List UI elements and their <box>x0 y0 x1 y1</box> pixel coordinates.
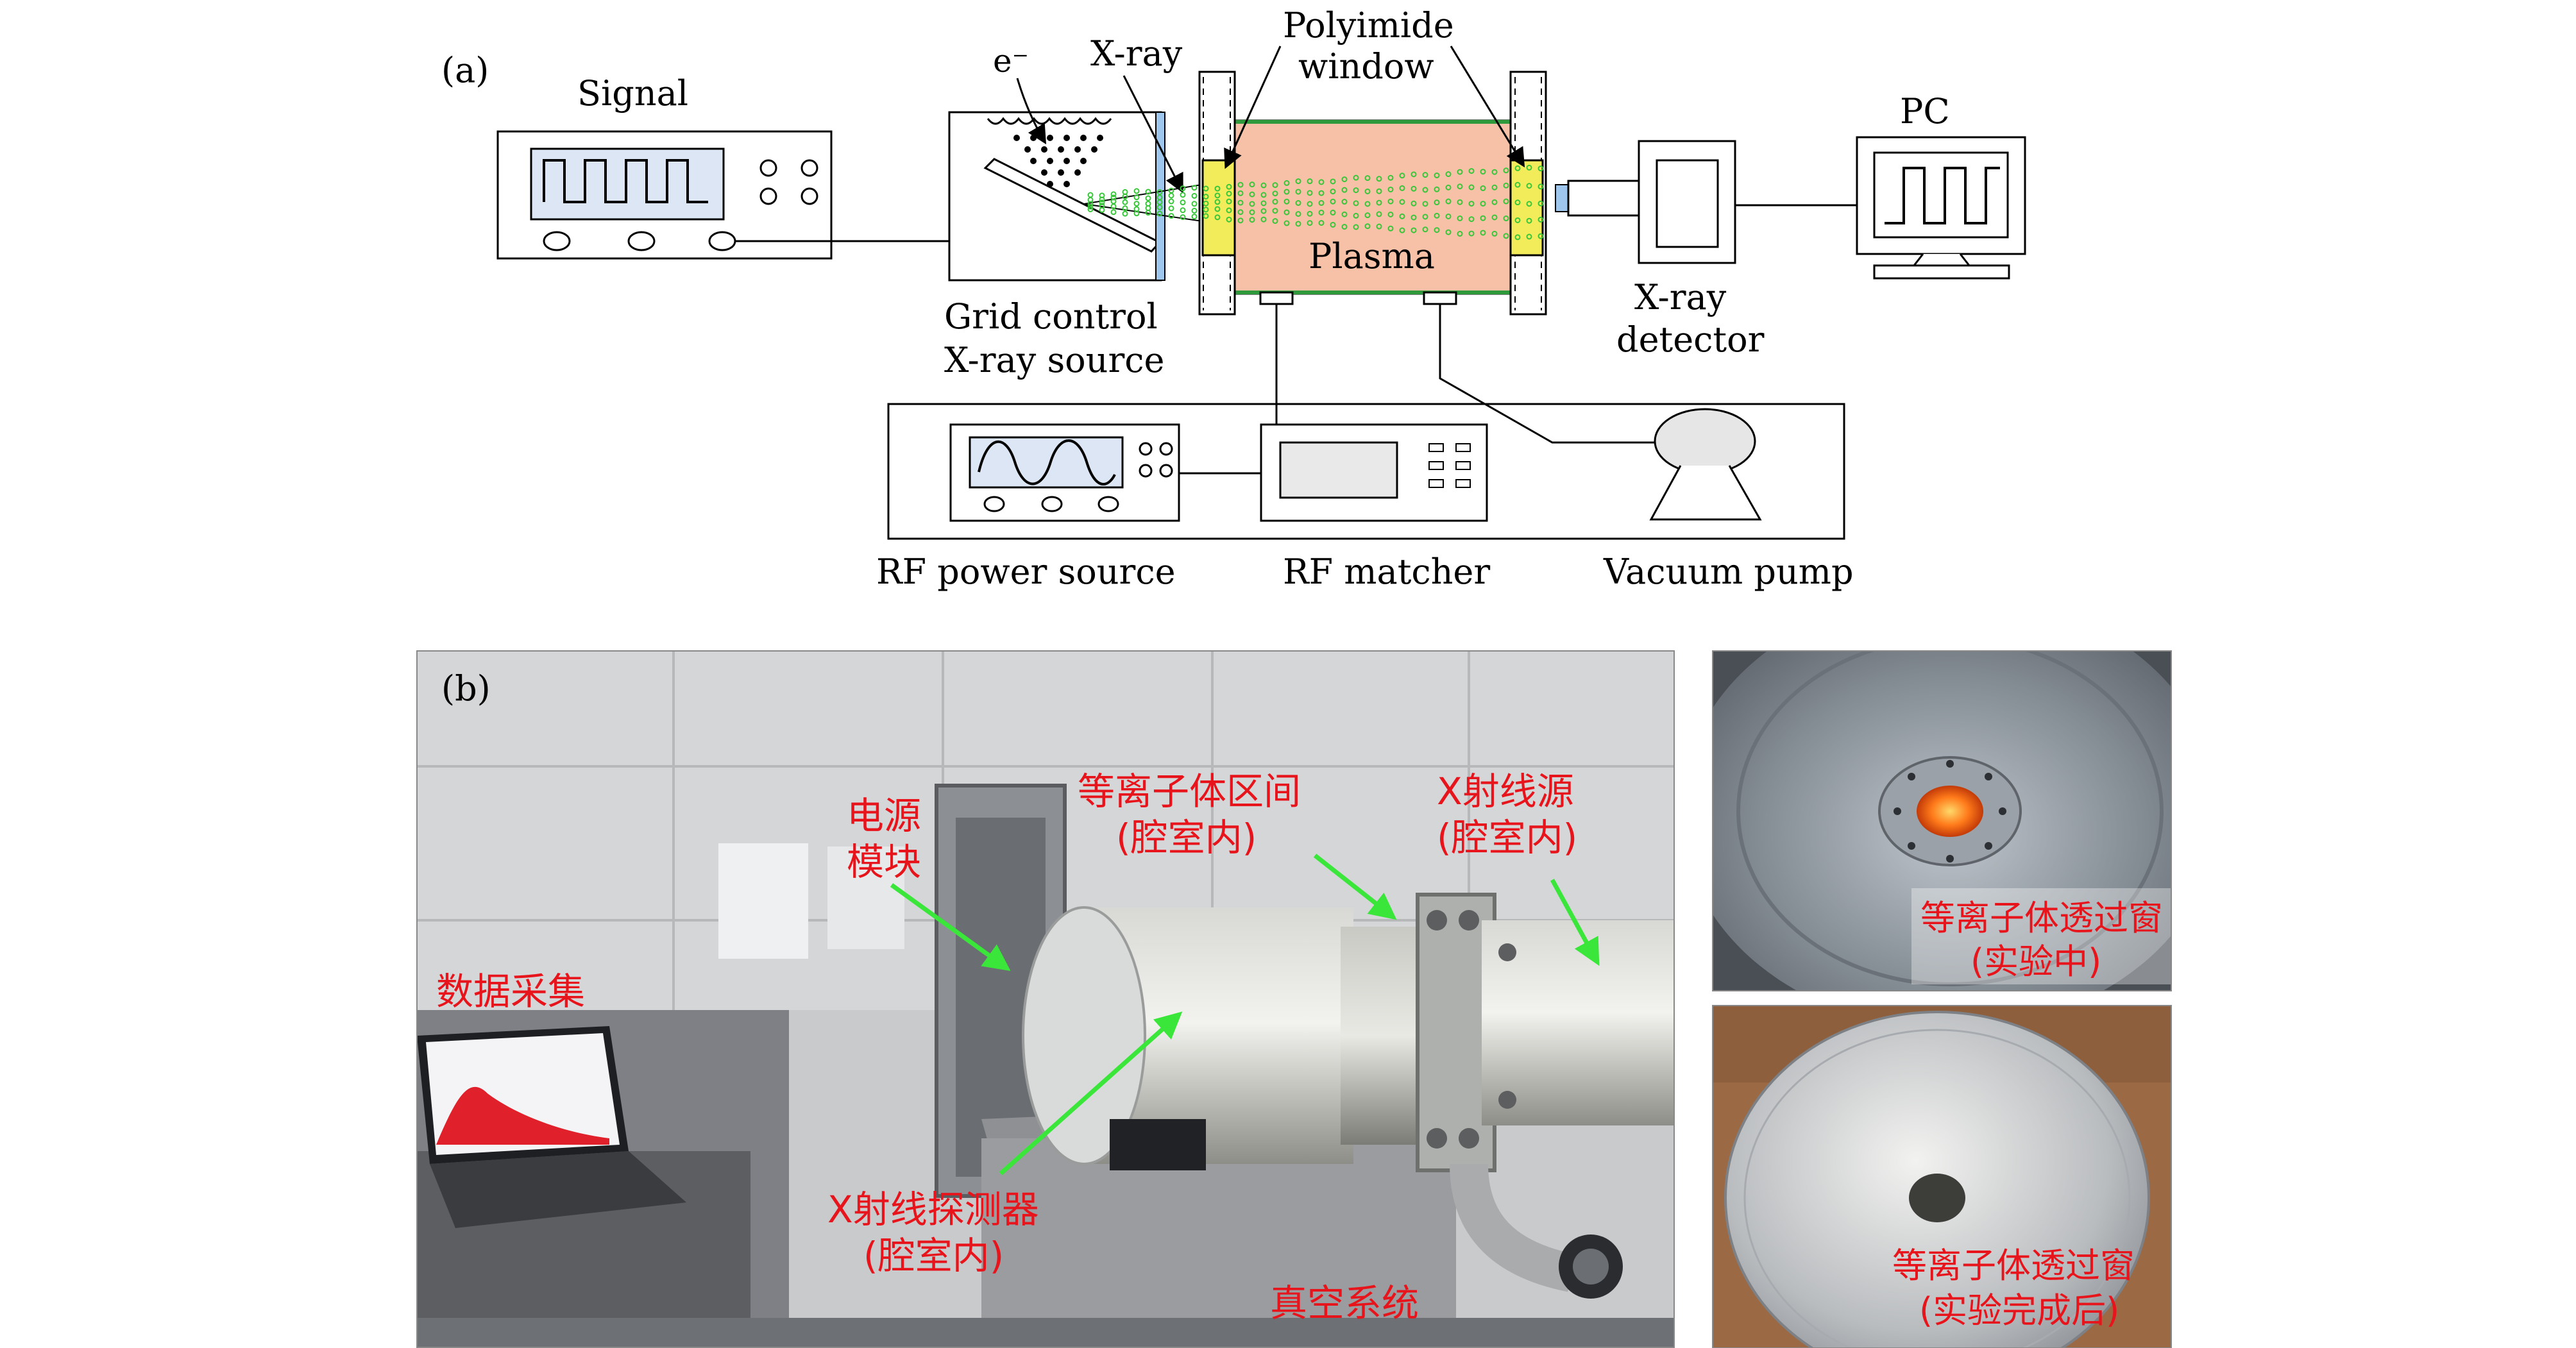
pc-label: PC <box>1900 91 1950 131</box>
plasma-region-arrow <box>1313 854 1397 920</box>
xray-beam-dots <box>1087 164 1544 240</box>
window-photo-after: 等离子体透过窗 (实验完成后) <box>1712 1005 2172 1348</box>
right-polyimide-window <box>1509 159 1544 257</box>
vacuum-pump-label: Vacuum pump <box>1603 552 1854 592</box>
window-during-line2: (实验中) <box>1970 941 2101 982</box>
detector-label-line1: X-ray <box>1634 277 1727 317</box>
panel-a-label: (a) <box>441 50 489 90</box>
window-photo-during: 等离子体透过窗 (实验中) <box>1712 650 2172 991</box>
electron-arrow <box>1016 78 1047 145</box>
xray-arrow <box>1123 75 1183 194</box>
electron-label: e⁻ <box>993 42 1029 80</box>
panel-b-label: (b) <box>441 668 491 709</box>
rf-rack <box>887 403 1845 540</box>
rf-power-label: RF power source <box>876 552 1176 592</box>
power-module-arrow <box>890 883 1011 972</box>
data-acq-label: 数据采集 <box>436 970 585 1013</box>
plasma-chamber <box>1087 71 1547 316</box>
plasma-region <box>1233 119 1512 295</box>
signal-generator <box>496 130 833 260</box>
square-wave-icon <box>543 159 708 203</box>
detector-cn-line2: (腔室内) <box>863 1234 1004 1277</box>
polyimide-arrow-left <box>1224 46 1282 169</box>
source-label-line2: X-ray source <box>944 340 1164 380</box>
xray-source-arrow <box>1550 879 1600 966</box>
vacuum-system-label: 真空系统 <box>1270 1281 1419 1325</box>
panel-a-schematic: (a) Signal e⁻ X-ray <box>441 5 2026 592</box>
power-module-line1: 电源 <box>847 794 921 838</box>
rf-matcher-label: RF matcher <box>1283 552 1490 592</box>
power-module-line2: 模块 <box>847 840 921 884</box>
detector-label-line2: detector <box>1616 319 1765 360</box>
plasma-glow-icon <box>1917 786 1983 837</box>
sine-wave-icon <box>978 439 1116 485</box>
window-during-line1: 等离子体透过窗 <box>1920 898 2163 938</box>
polyimide-arrow-right <box>1450 46 1525 168</box>
pc-square-wave-icon <box>1885 167 2000 224</box>
source-label-line1: Grid control <box>944 296 1158 337</box>
xray-label: X-ray <box>1090 33 1183 74</box>
window-after-line2: (实验完成后) <box>1919 1290 2119 1331</box>
vacuum-pump-icon <box>1654 408 1756 475</box>
window-after-line1: 等离子体透过窗 <box>1892 1245 2135 1286</box>
detector-cn-line1: X射线探测器 <box>827 1188 1039 1231</box>
chamber-to-pump-hose <box>1439 304 1655 444</box>
detector-arrow <box>999 1011 1183 1175</box>
xray-source <box>948 111 1233 282</box>
polyimide-label-line1: Polyimide <box>1283 5 1454 46</box>
signal-label: Signal <box>577 73 688 114</box>
xray-source-line1: X射线源 <box>1437 770 1574 813</box>
cathode-filament <box>987 117 1112 125</box>
panel-b-photo: (b) 电源 模块 等离子体区间 (腔室内) X射线源 (腔室内) 数据采集 X… <box>416 650 1675 1348</box>
plasma-region-line1: 等离子体区间 <box>1078 770 1301 813</box>
plasma-region-line2: (腔室内) <box>1116 816 1257 859</box>
xray-source-line2: (腔室内) <box>1437 816 1577 859</box>
pc-monitor <box>1856 136 2026 280</box>
polyimide-label-line2: window <box>1298 46 1434 87</box>
xray-detector <box>1555 140 1736 264</box>
plasma-label: Plasma <box>1309 236 1435 276</box>
